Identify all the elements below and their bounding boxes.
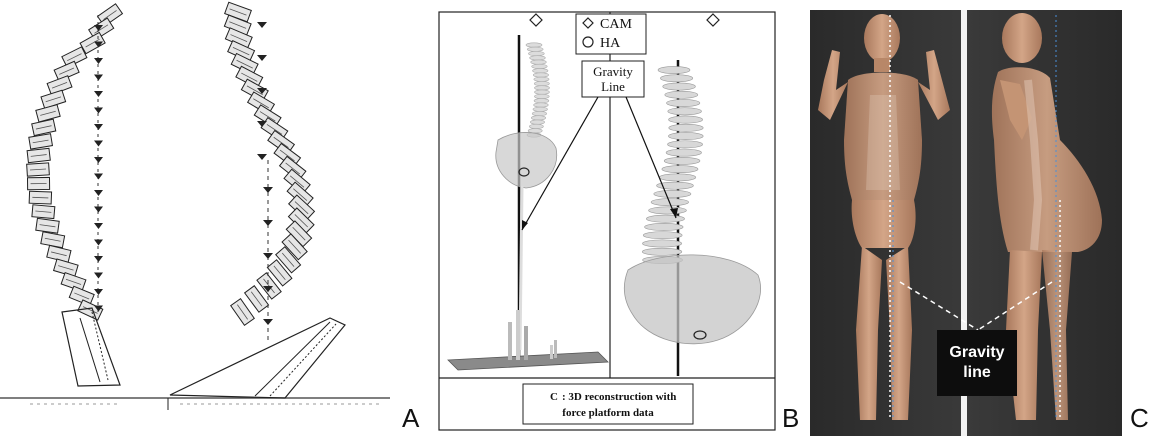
vertebra	[534, 77, 549, 81]
gravity-label-line2: line	[937, 363, 1017, 383]
vertebra	[526, 43, 542, 47]
vertebra	[643, 232, 682, 239]
vertebra	[669, 124, 703, 131]
vertebra	[534, 94, 549, 98]
vertebra	[531, 116, 545, 120]
vertebra	[531, 60, 547, 64]
vertebra	[660, 75, 692, 82]
caption-line2: force platform data	[562, 407, 654, 419]
spine-sketch-drawing	[0, 0, 430, 436]
reconstruction-figure: CAM HA Gravity Line	[438, 0, 800, 436]
vertebra	[527, 47, 543, 51]
panel-letter-a: A	[402, 403, 419, 434]
vertebra	[533, 69, 548, 73]
gravity-box-line1: Gravity	[593, 64, 633, 79]
panel-letter-c: C	[1130, 403, 1149, 434]
panel-b-3d-reconstruction: CAM HA Gravity Line	[438, 0, 800, 436]
vertebra	[530, 56, 546, 60]
vertebra	[649, 207, 687, 214]
vertebra	[645, 223, 684, 230]
vertebra	[534, 81, 549, 85]
vertebra	[535, 90, 550, 94]
vertebra	[642, 248, 682, 255]
vertebra	[662, 166, 698, 173]
vertebra	[668, 108, 702, 115]
vertebra	[534, 99, 549, 103]
vertebra	[658, 66, 690, 73]
vertebra	[642, 240, 681, 247]
vertebra	[528, 51, 544, 55]
vertebra	[667, 99, 700, 106]
caption-line1: : 3D reconstruction with	[562, 391, 676, 403]
vertebra	[534, 103, 549, 107]
right-pelvis-outline	[170, 318, 345, 398]
panel-c-body-models: Gravity line C	[810, 0, 1151, 436]
panel-letter-b: B	[782, 403, 799, 434]
vertebra	[665, 91, 698, 98]
vertebra	[646, 215, 684, 222]
vertebra	[659, 174, 696, 181]
vertebra	[666, 149, 701, 156]
vertebra	[533, 107, 548, 111]
legend-ha: HA	[600, 36, 621, 51]
vertebra	[669, 116, 703, 123]
vertebra	[664, 157, 700, 164]
vertebra	[534, 86, 549, 90]
vertebra	[532, 111, 546, 115]
vertebra	[668, 132, 703, 139]
vertebra	[530, 120, 544, 124]
vertebra	[533, 73, 548, 77]
vertebra	[532, 64, 548, 68]
left-spine-vertebrae	[27, 4, 123, 320]
gravity-box-line2: Line	[601, 79, 625, 94]
gravity-line-label: Gravity line	[937, 330, 1017, 396]
vertebra	[654, 190, 691, 197]
vertebra	[663, 83, 696, 90]
caption-prefix: C	[550, 391, 558, 403]
gravity-label-line1: Gravity	[937, 343, 1017, 363]
left-pelvis-outline	[62, 308, 120, 386]
vertebra	[529, 124, 543, 128]
panel-a-spine-sketch: A	[0, 0, 430, 436]
legend-cam: CAM	[600, 17, 632, 32]
right-spine-vertebrae	[224, 2, 314, 325]
vertebra	[668, 141, 703, 148]
